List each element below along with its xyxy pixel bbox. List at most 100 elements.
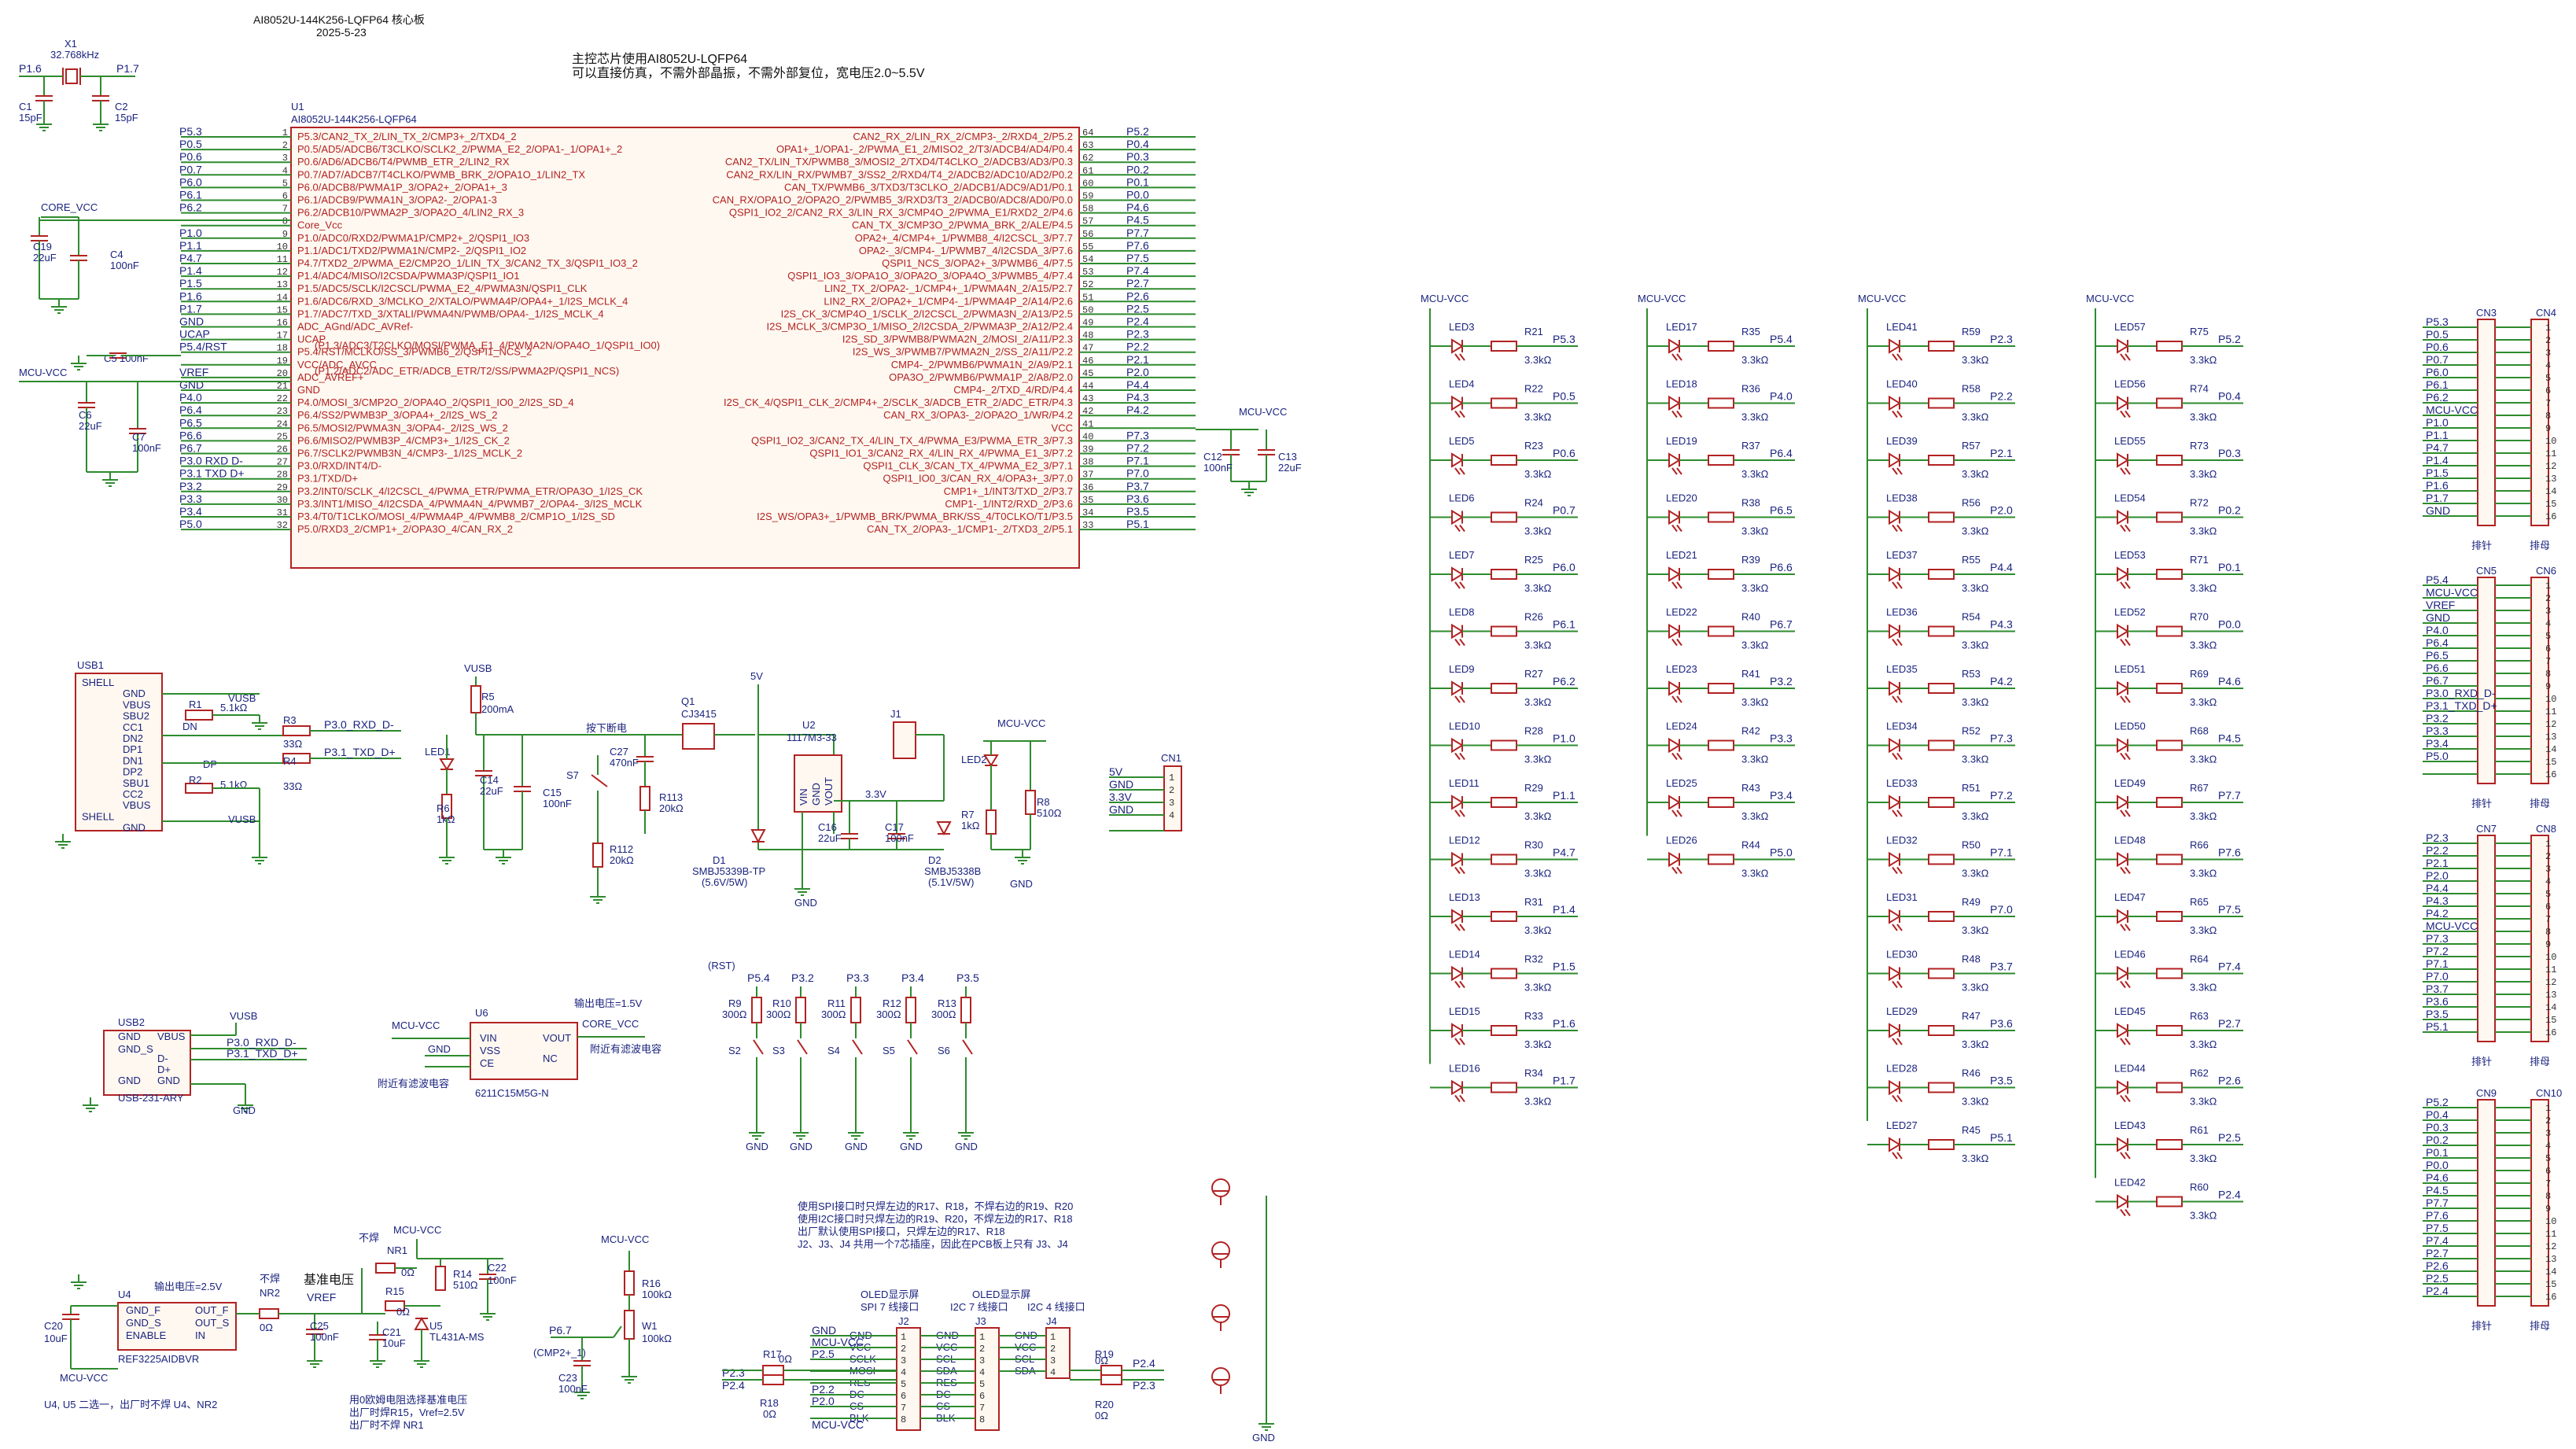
led-r-ref: R68 [2190, 725, 2209, 737]
led-resistor [1708, 739, 1734, 751]
led-ray [1454, 809, 1461, 817]
led-ray [1892, 581, 1898, 589]
led-net: P2.5 [2218, 1131, 2241, 1144]
r20-resistor [1100, 1374, 1122, 1385]
mount-hole-icon [1211, 1178, 1230, 1197]
mcu-left-net: P1.5 [179, 277, 202, 289]
q1-mosfet [682, 723, 715, 750]
led-resistor [1928, 625, 1955, 637]
led-ray [1459, 924, 1465, 931]
r113-ref: R113 [659, 791, 683, 803]
ground-symbol [958, 1125, 974, 1140]
led-net: P0.7 [1553, 504, 1575, 517]
c17-ref: C17 [885, 821, 904, 833]
led-ref: LED16 [1449, 1063, 1480, 1075]
oled-p24-r: P2.4 [1133, 1357, 1155, 1370]
mcu-right-pin-fn: CMP4-_2/TXD_4/RD/P4.4 [953, 384, 1073, 396]
led-ref: LED39 [1886, 435, 1918, 447]
header-pin-num: 14 [2545, 1266, 2556, 1278]
mcu-right-net: P3.6 [1126, 492, 1149, 505]
led-r-ref: R50 [1962, 839, 1981, 851]
led-resistor [1491, 625, 1517, 637]
led-icon [1889, 566, 1901, 582]
c20-ref: C20 [44, 1320, 63, 1332]
led-ref: LED57 [2114, 321, 2146, 333]
button-r-ref: R9 [728, 997, 742, 1009]
mcu-left-pin-fn: Core_Vcc [297, 219, 343, 231]
mcu-right-net: P0.4 [1126, 138, 1149, 150]
mcu-right-pin-num: 58 [1082, 204, 1093, 215]
ground-symbol [1015, 850, 1030, 865]
j2-pin-num: 6 [901, 1391, 906, 1402]
button-gnd: GND [900, 1141, 923, 1152]
cn1-ref: CN1 [1161, 752, 1181, 764]
s7-note: 按下断电 [586, 722, 627, 734]
mcu-left-net: P6.0 [179, 175, 202, 188]
mcu-right-pin-num: 51 [1082, 292, 1093, 303]
mcu-left-pin-fn: P0.7/AD7/ADCB7/T4CLKO/PWMB_BRK_2/OPA1O_1… [297, 168, 585, 180]
mcu-ref: U1 [291, 101, 304, 112]
mcu-right-net: P2.4 [1126, 315, 1149, 328]
led-r-value: 3.3kΩ [1741, 525, 1769, 537]
header-pin-num: 13 [2545, 732, 2556, 743]
led-icon [1889, 909, 1901, 924]
mcu-left-net: P6.5 [179, 416, 202, 429]
button-resistor [960, 997, 971, 1023]
led-r-ref: R69 [2190, 668, 2209, 680]
led-ray [1459, 638, 1465, 647]
usb2-pin: GND [118, 1075, 141, 1086]
button-s-ref: S6 [938, 1045, 950, 1056]
led-r-ref: R24 [1524, 497, 1543, 509]
mcu-left-pin-num: 6 [282, 191, 288, 202]
led-icon [1451, 680, 1464, 696]
r15-ref: R15 [385, 1285, 404, 1297]
usb1-ref: USB1 [77, 659, 104, 671]
led-ref: LED40 [1886, 378, 1918, 390]
usb2-gnd: GND [233, 1104, 256, 1116]
ground-symbol [307, 1353, 322, 1368]
j2-connector [896, 1327, 921, 1431]
mcu-right-pin-num: 42 [1082, 406, 1093, 417]
led-r-value: 3.3kΩ [2190, 354, 2217, 366]
led-net: P6.5 [1770, 504, 1793, 517]
led-resistor [1491, 683, 1517, 694]
led-r-value: 3.3kΩ [1524, 1096, 1552, 1108]
mcu-left-net: P6.7 [179, 442, 202, 455]
mount-hole-icon [1211, 1304, 1230, 1323]
j3-ref: J3 [975, 1315, 986, 1327]
mcu-left-pin-num: 2 [282, 140, 288, 151]
u6-regulator [470, 1022, 578, 1080]
led-r-ref: R54 [1962, 611, 1981, 623]
led-net: P5.2 [2218, 333, 2241, 345]
led-ray [2125, 809, 2131, 817]
mcu-note-pin: (P1.2/ADC2/ADC_ETR/ADCB_ETR/T2/SS/PWMA2P… [315, 365, 619, 377]
usb1-pin: DN1 [123, 754, 143, 766]
mcu-right-pin-fn: CMP1+_1/INT3/TXD_2/P3.7 [944, 485, 1073, 497]
ground-symbol [370, 1353, 385, 1368]
header-net: P7.3 [2426, 932, 2449, 945]
led-resistor [2156, 739, 2183, 751]
led-icon [2117, 1193, 2129, 1210]
led-r-ref: R29 [1524, 782, 1543, 794]
header-net: P0.1 [2426, 1146, 2449, 1159]
header-pin-num: 6 [2545, 1166, 2551, 1177]
led-ref: LED54 [2114, 492, 2146, 504]
c20-value: 10uF [44, 1333, 68, 1344]
led-ray [2125, 1038, 2131, 1045]
mcu-right-pin-num: 39 [1082, 444, 1093, 455]
r19-ref: R19 [1095, 1348, 1114, 1360]
led-resistor [1928, 683, 1955, 694]
led-bank-vcc: MCU-VCC [1638, 293, 1686, 304]
header-pin-num: 14 [2545, 486, 2556, 497]
led-r-ref: R41 [1741, 668, 1760, 680]
wire [613, 1325, 622, 1338]
led-ref: LED20 [1666, 492, 1697, 504]
d1-ref: D1 [713, 854, 726, 866]
header-net: P6.2 [2426, 391, 2449, 404]
mcu-right-pin-num: 35 [1082, 495, 1093, 506]
mcu-right-pin-fn: QSPI1_IO2_2/CAN2_RX_3/LIN_RX_3/CMP4O_2/P… [729, 207, 1073, 219]
c4-value: 100nF [110, 260, 139, 271]
header-net: P7.2 [2426, 945, 2449, 957]
led-r-value: 3.3kΩ [1524, 411, 1552, 423]
u5-shunt-icon [414, 1316, 429, 1330]
